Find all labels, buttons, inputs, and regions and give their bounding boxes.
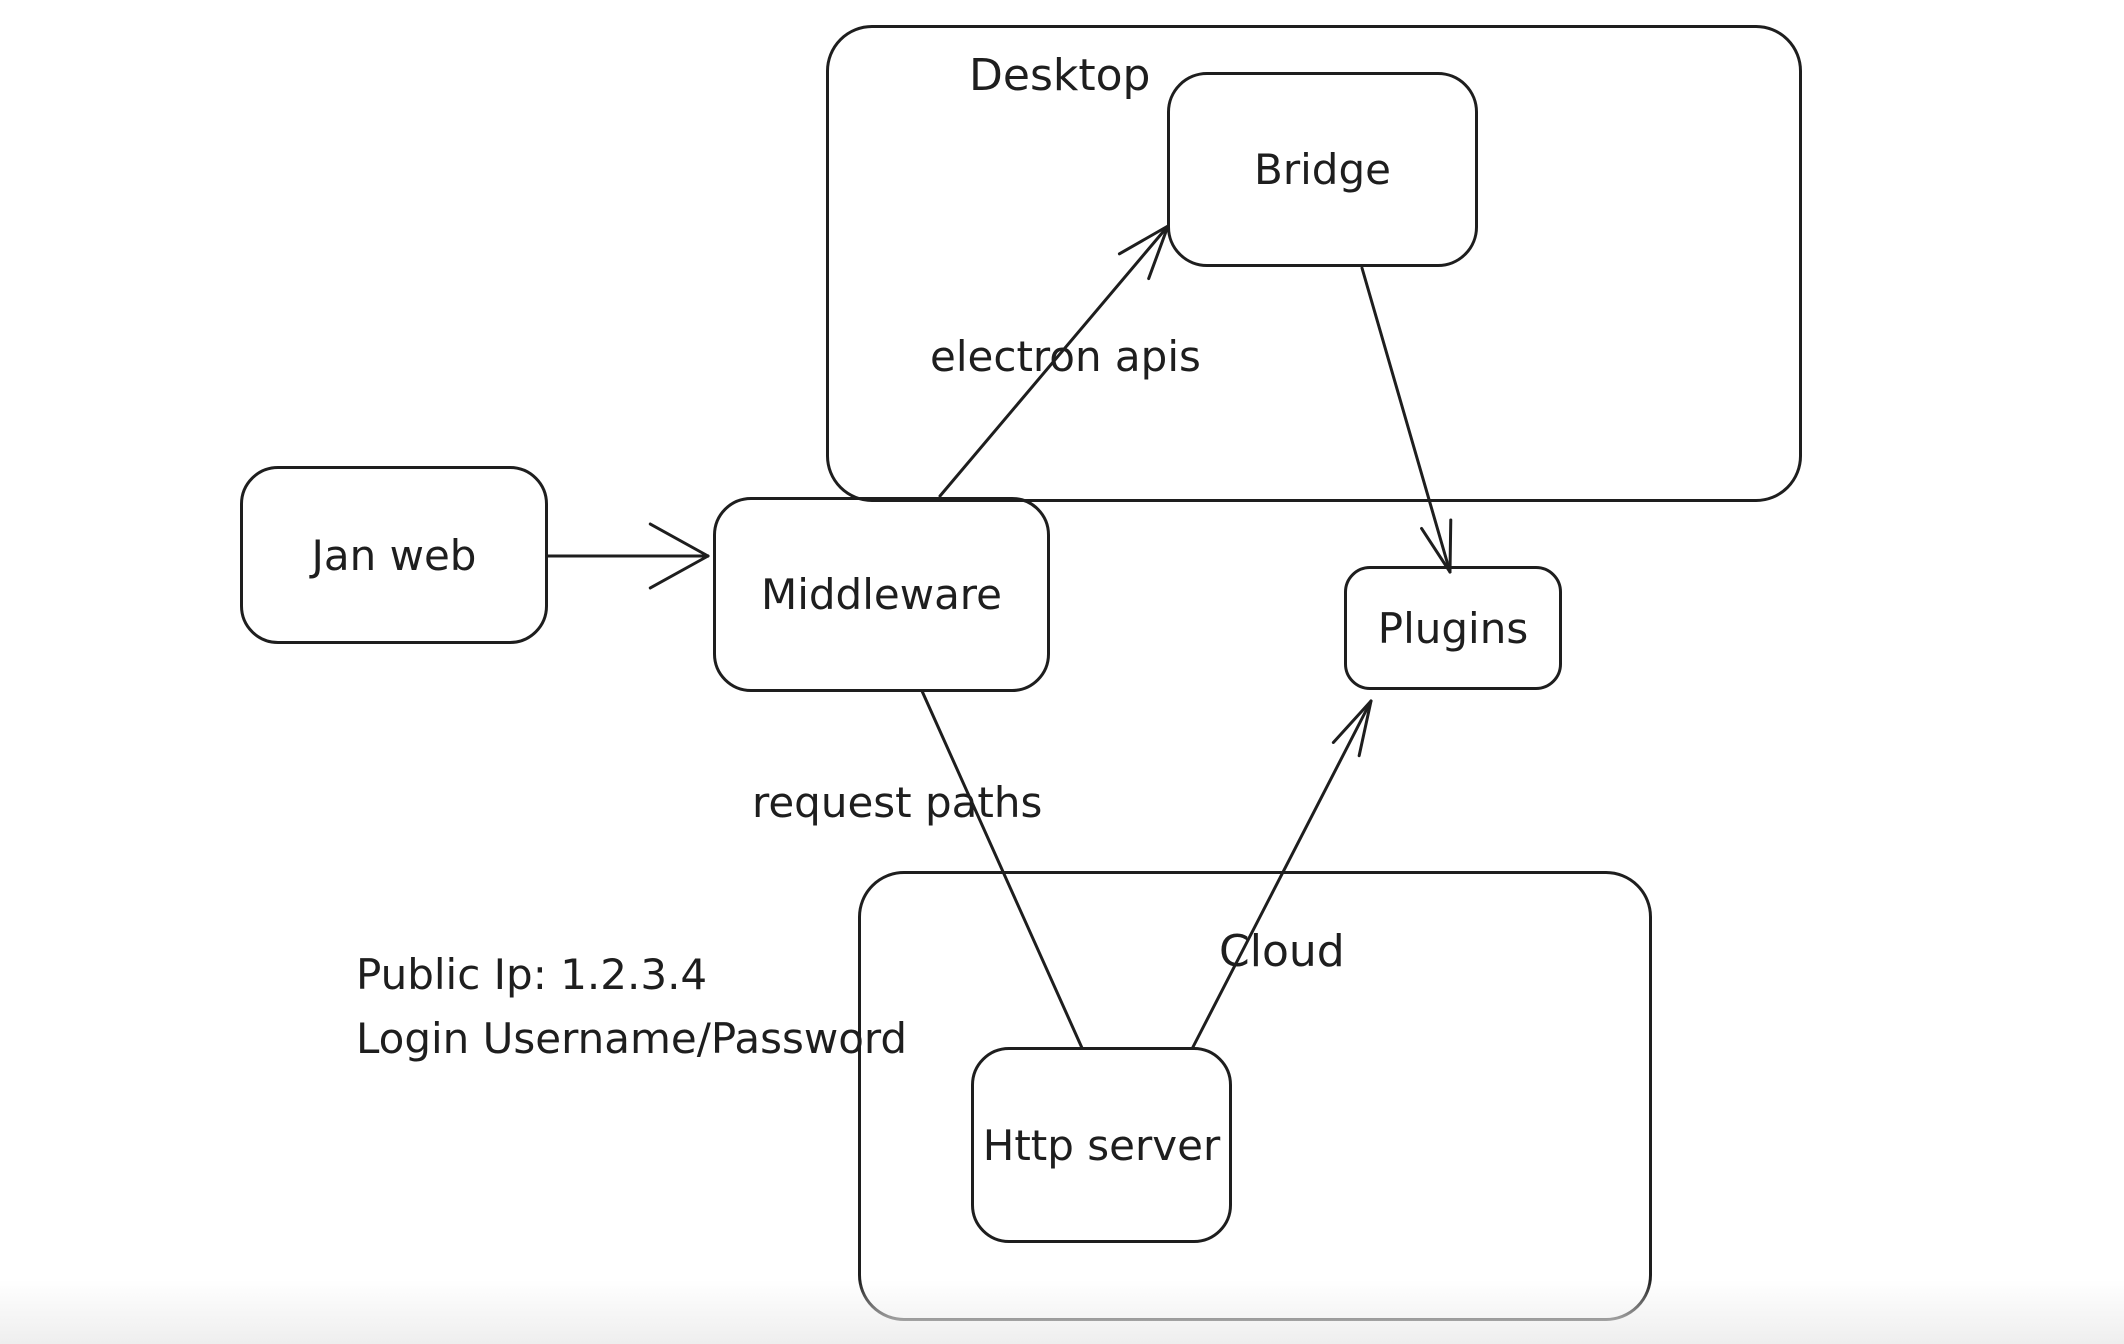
node-plugins-label: Plugins: [1377, 603, 1529, 653]
container-cloud-label: Cloud: [1219, 926, 1345, 977]
note-login-credentials: Login Username/Password: [356, 1014, 908, 1063]
edge-label-electron-apis: electron apis: [930, 332, 1201, 381]
edge-jan-web-to-middleware: [546, 522, 710, 590]
node-http-server-label: Http server: [982, 1120, 1221, 1170]
node-plugins: Plugins: [1344, 566, 1562, 690]
node-bridge-label: Bridge: [1254, 145, 1391, 194]
container-desktop: Desktop: [826, 25, 1802, 502]
node-bridge: Bridge: [1167, 72, 1478, 267]
edge-label-request-paths: request paths: [752, 778, 1043, 827]
node-jan-web: Jan web: [240, 466, 548, 644]
node-jan-web-label: Jan web: [311, 530, 477, 580]
node-middleware-label: Middleware: [760, 570, 1002, 619]
container-desktop-label: Desktop: [969, 50, 1151, 101]
node-middleware: Middleware: [713, 497, 1050, 692]
node-http-server: Http server: [971, 1047, 1232, 1243]
note-public-ip: Public Ip: 1.2.3.4: [356, 950, 708, 999]
